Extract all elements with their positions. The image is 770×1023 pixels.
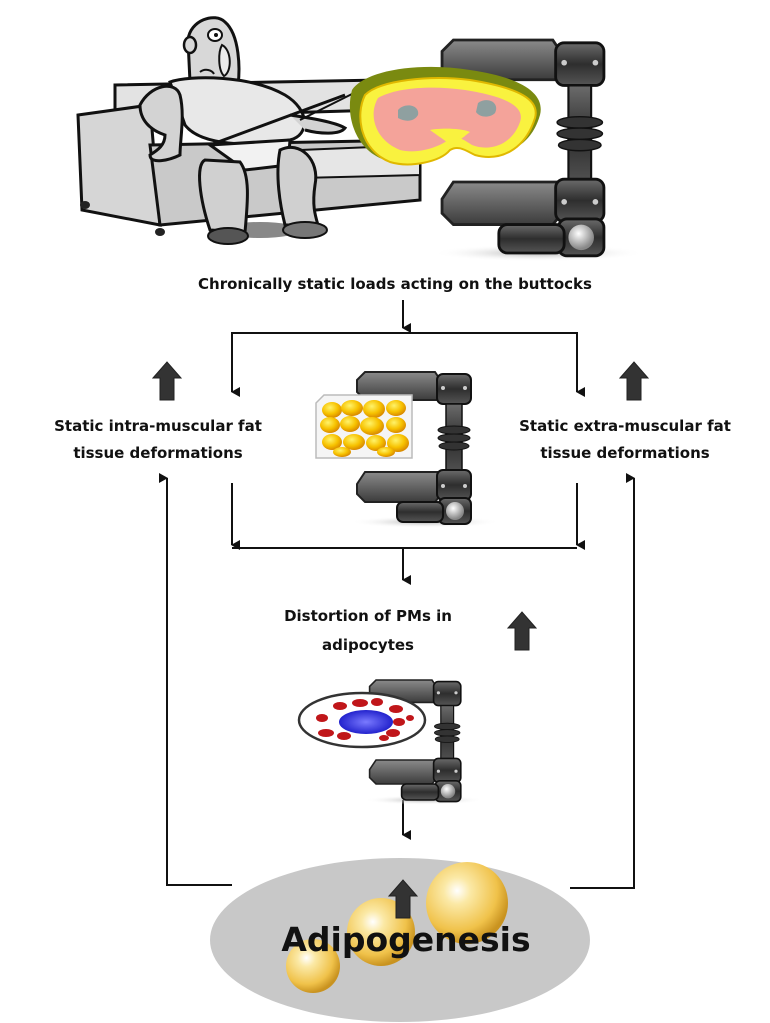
- increase-arrow-icon: [152, 361, 182, 401]
- distortion-node: Distortion of PMs in adipocytes: [284, 607, 537, 654]
- adipogenesis-node: Adipogenesis: [210, 858, 590, 1022]
- feedback-loop-right: [570, 480, 635, 889]
- extra-muscular-node: Static extra-muscular fat tissue deforma…: [519, 361, 731, 462]
- adipogenesis-label: Adipogenesis: [281, 920, 530, 959]
- distortion-label-line2: adipocytes: [322, 636, 414, 654]
- buttock-cross-section-icon: [349, 66, 541, 166]
- intra-muscular-label-line1: Static intra-muscular fat: [54, 417, 262, 435]
- flow-connectors: [159, 300, 635, 889]
- load-description-label: Chronically static loads acting on the b…: [198, 275, 592, 293]
- distortion-label-line1: Distortion of PMs in: [284, 607, 452, 625]
- fat-tissue-block-icon: [315, 394, 413, 459]
- split-bar: [231, 332, 578, 392]
- intra-muscular-label-line2: tissue deformations: [73, 444, 242, 462]
- adipocyte-cell-icon: [297, 691, 427, 749]
- man-figure-icon: [138, 16, 361, 245]
- intra-muscular-node: Static intra-muscular fat tissue deforma…: [54, 361, 262, 462]
- man-on-couch-illustration: [76, 16, 422, 245]
- feedback-loop-left: [166, 480, 232, 886]
- lipid-sphere-large: [426, 862, 508, 944]
- increase-arrow-icon: [619, 361, 649, 401]
- lipid-sphere-small: [286, 939, 340, 993]
- extra-muscular-label-line2: tissue deformations: [540, 444, 709, 462]
- increase-arrow-icon: [507, 611, 537, 651]
- extra-muscular-label-line1: Static extra-muscular fat: [519, 417, 731, 435]
